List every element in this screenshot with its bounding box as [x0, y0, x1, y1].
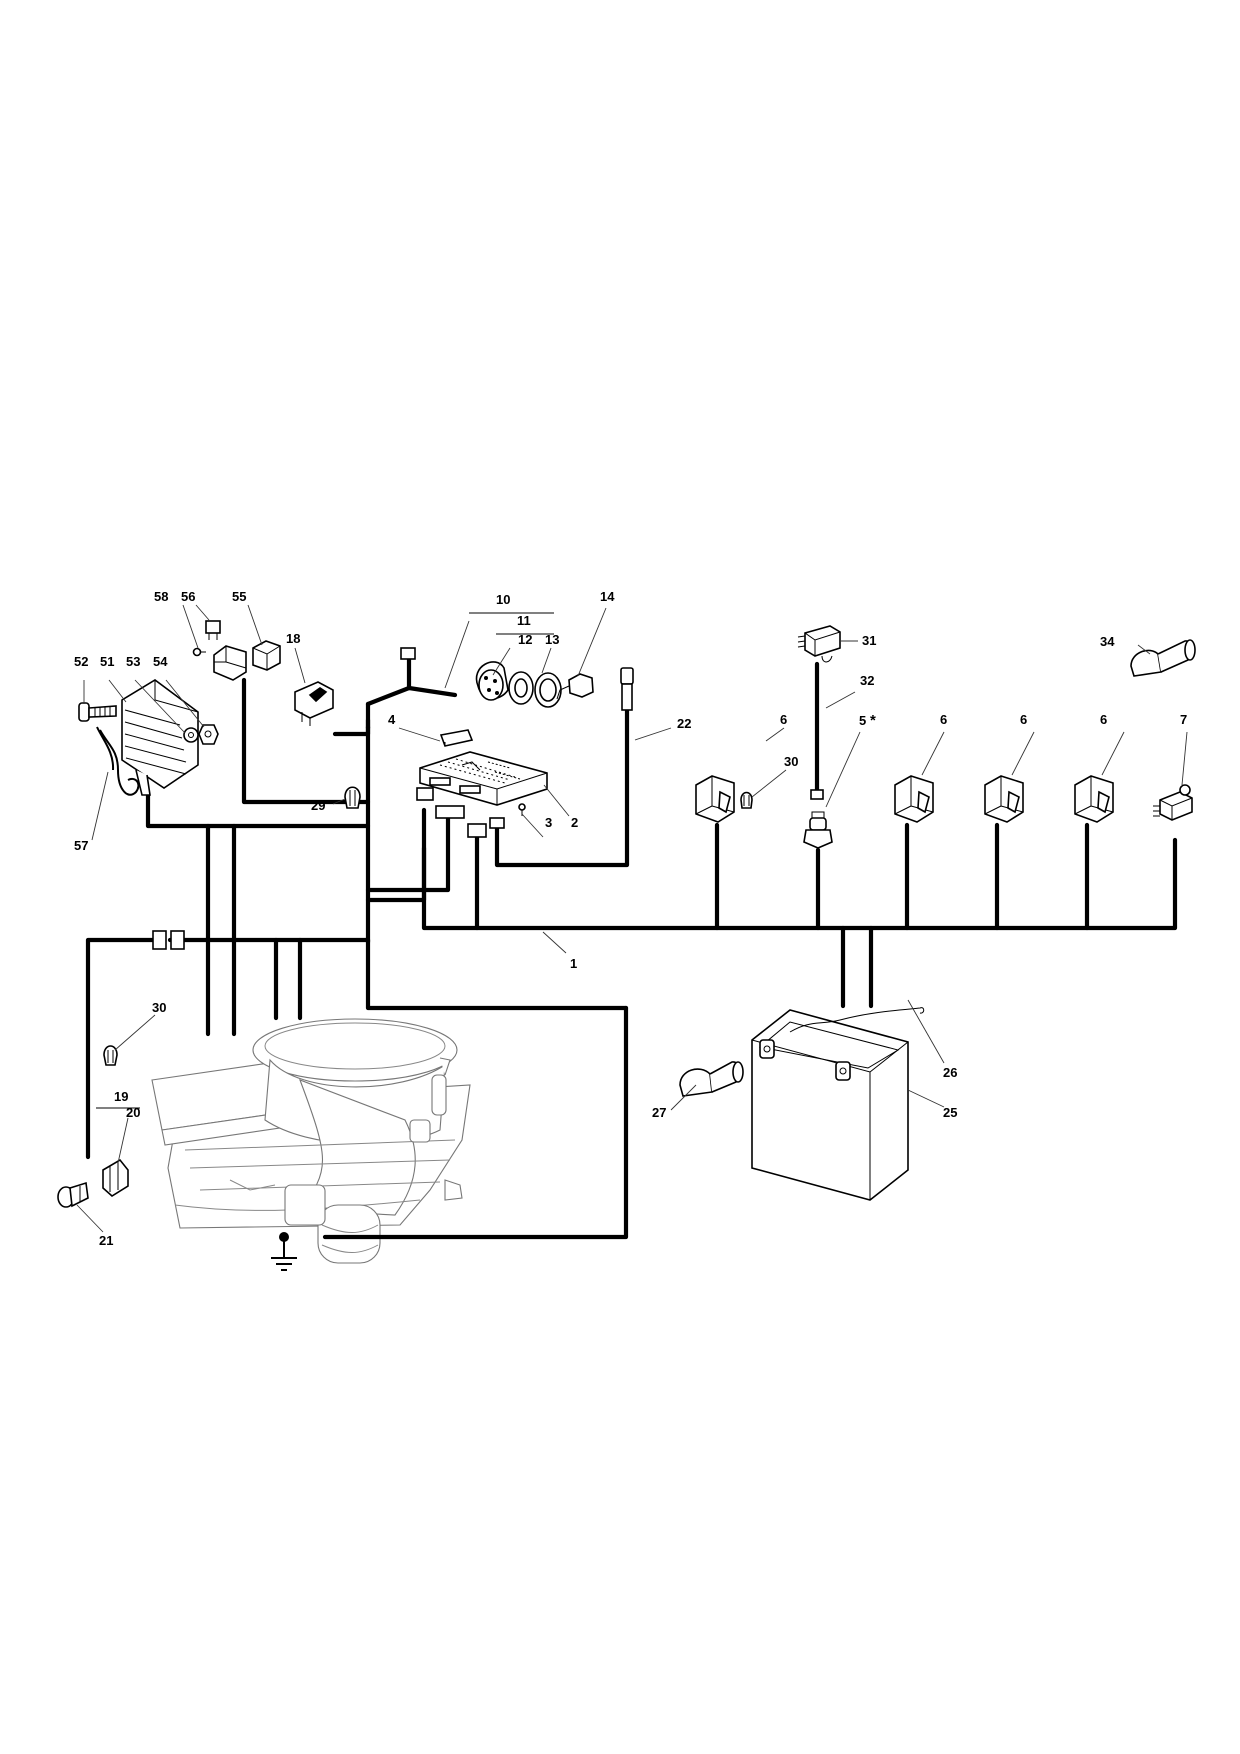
pressure-sensor	[803, 811, 833, 849]
callout-27: 27	[652, 1105, 666, 1120]
bulb-holder	[102, 1158, 129, 1197]
screw	[192, 647, 206, 657]
group-brackets	[96, 612, 554, 1109]
ignition-switch	[475, 661, 509, 701]
callout-labels: 1 2 3 4 5 * 6 6 6 6 7 10 11 12 13 14 18 …	[74, 589, 1187, 1248]
safety-switch	[984, 775, 1024, 823]
terminal-boot	[1130, 639, 1196, 677]
callout-3: 3	[545, 815, 552, 830]
ground-symbol	[271, 1232, 297, 1271]
callout-7: 7	[1180, 712, 1187, 727]
vent-tube	[789, 1007, 925, 1033]
safety-switch	[894, 775, 934, 823]
callout-34: 34	[1100, 634, 1115, 649]
fuse	[205, 620, 221, 640]
fuse-holder	[213, 645, 247, 681]
callout-21: 21	[99, 1233, 113, 1248]
ignition-key	[556, 673, 594, 700]
micro-switch	[1153, 784, 1193, 821]
callout-1: 1	[570, 956, 577, 971]
callout-58: 58	[154, 589, 168, 604]
leader-lines	[76, 604, 1188, 1233]
callout-6: 6	[1100, 712, 1107, 727]
callout-13: 13	[545, 632, 559, 647]
safety-switch	[695, 775, 735, 823]
callout-10: 10	[496, 592, 510, 607]
terminal-boot	[679, 1061, 744, 1097]
callout-6: 6	[940, 712, 947, 727]
callout-4: 4	[388, 712, 396, 727]
wiring-harness	[85, 656, 1178, 1240]
harness-connector	[810, 789, 824, 800]
callout-32: 32	[860, 673, 874, 688]
callout-30: 30	[784, 754, 798, 769]
callout-57: 57	[74, 838, 88, 853]
bezel	[534, 672, 562, 708]
board-connector	[416, 787, 505, 838]
callout-12: 12	[518, 632, 532, 647]
relay	[252, 640, 281, 671]
seat-sensor	[797, 625, 841, 663]
callout-18: 18	[286, 631, 300, 646]
washer	[183, 727, 199, 743]
control-board	[419, 751, 548, 806]
bulb	[57, 1181, 89, 1208]
cable-clip	[344, 786, 361, 809]
callout-55: 55	[232, 589, 246, 604]
callout-11: 11	[517, 613, 531, 628]
callout-19: 19	[114, 1089, 128, 1104]
voltage-regulator	[121, 679, 199, 796]
inline-connector	[152, 930, 185, 950]
callout-26: 26	[943, 1065, 957, 1080]
callout-56: 56	[181, 589, 195, 604]
callout-20: 20	[126, 1105, 140, 1120]
callout-5: 5	[859, 713, 866, 728]
callout-31: 31	[862, 633, 876, 648]
callout-30: 30	[152, 1000, 166, 1015]
harness-connector	[400, 647, 416, 660]
cable-clip	[740, 791, 753, 809]
bolt	[78, 702, 117, 722]
callout-2: 2	[571, 815, 578, 830]
callout-6: 6	[1020, 712, 1027, 727]
callout-53: 53	[126, 654, 140, 669]
callout-29: 29	[311, 798, 325, 813]
nut	[508, 671, 534, 705]
callout-22: 22	[677, 716, 691, 731]
ground-strap	[96, 726, 140, 796]
safety-switch	[1074, 775, 1114, 823]
callout-54: 54	[153, 654, 168, 669]
callout-52: 52	[74, 654, 88, 669]
engine	[151, 1018, 471, 1264]
screw	[518, 803, 526, 816]
callout-6: 6	[780, 712, 787, 727]
fuse-block	[439, 729, 474, 747]
callout-25: 25	[943, 1105, 957, 1120]
cable-clip	[103, 1045, 118, 1066]
nut	[198, 724, 219, 745]
callout-14: 14	[600, 589, 615, 604]
harness-connector	[620, 667, 634, 711]
rocker-switch	[294, 681, 334, 726]
callout-5-note-mark: *	[870, 712, 876, 729]
callout-51: 51	[100, 654, 114, 669]
battery	[751, 1009, 909, 1201]
